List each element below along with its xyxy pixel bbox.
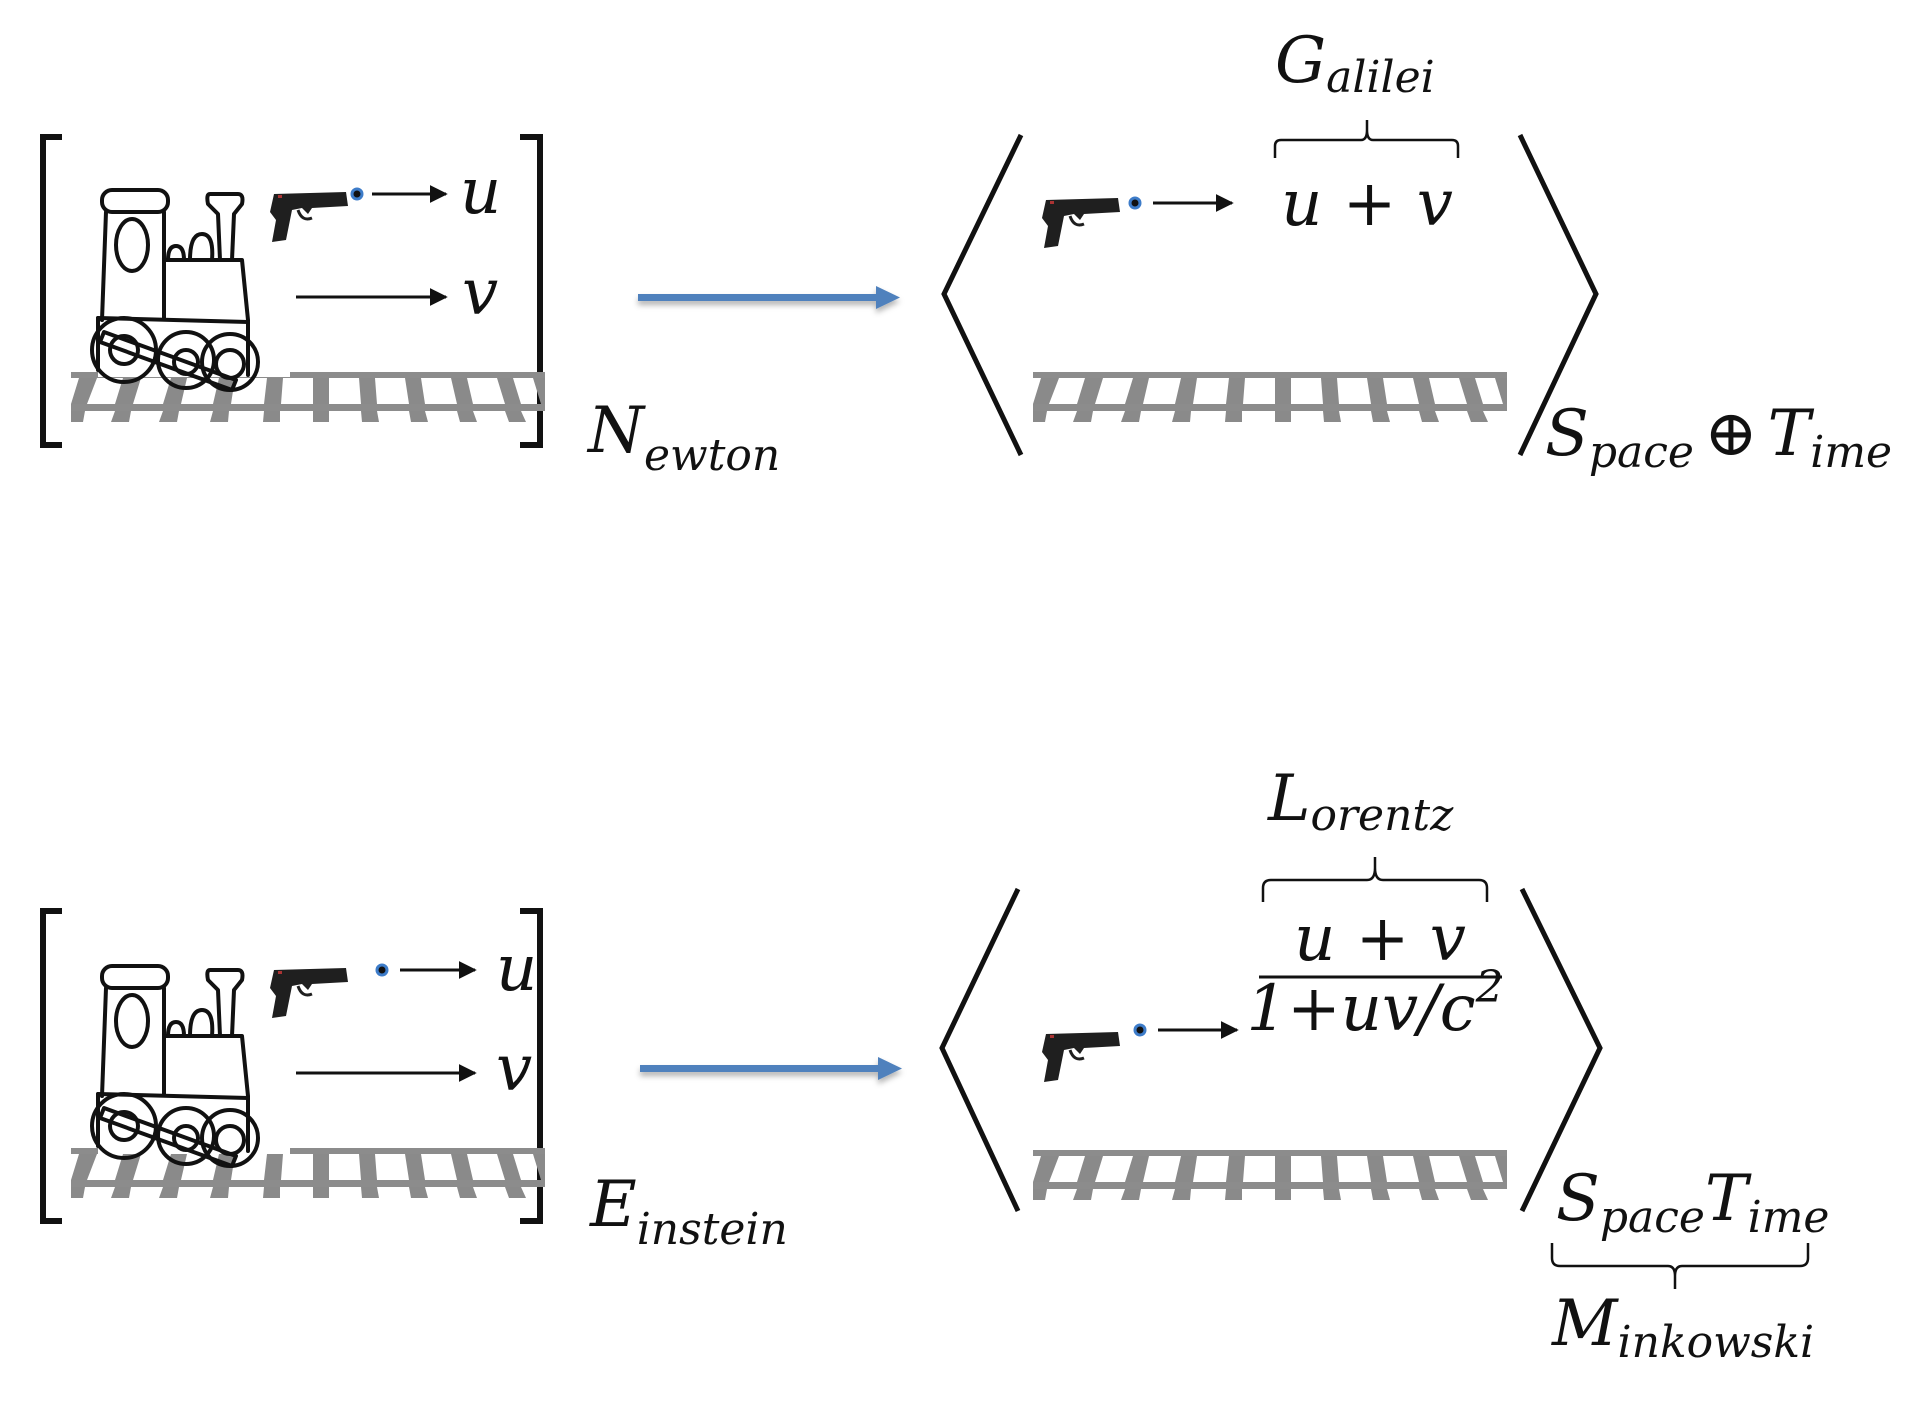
lorentz-denominator: 1+uv/c2 <box>1246 962 1503 1046</box>
bullet-velocity-label: u <box>496 932 537 1006</box>
right-square-bracket <box>520 908 543 1224</box>
train-velocity-label: v <box>462 256 498 330</box>
left-angle-bracket <box>939 887 1021 1213</box>
rails-icon <box>71 1148 545 1198</box>
overbrace <box>1261 857 1489 902</box>
transition-arrow-icon <box>640 1057 902 1080</box>
transition-arrow-icon <box>638 286 900 309</box>
structure-label-spacetime: SpaceTime <box>1556 1162 1829 1243</box>
train-velocity-label: v <box>496 1032 532 1106</box>
right-angle-bracket <box>1517 133 1599 457</box>
bullet-icon <box>1133 1023 1147 1037</box>
right-square-bracket <box>520 134 543 448</box>
transform-label-lorentz: Lorentz <box>1267 762 1454 841</box>
rails-icon <box>1033 372 1507 422</box>
left-angle-bracket <box>941 133 1024 457</box>
bullet-icon <box>350 187 364 201</box>
lorentz-numerator: u + v <box>1294 902 1466 976</box>
frame-label-einstein: Einstein <box>589 1168 788 1255</box>
rails-icon <box>71 372 545 422</box>
transform-label-galilei: Galilei <box>1275 24 1435 103</box>
newton-frame: u v <box>40 134 545 448</box>
frame-label-newton: Newton <box>586 394 780 481</box>
structure-label-space-oplus-time: Space⊕Time <box>1545 397 1892 478</box>
pistol-icon <box>268 966 350 1020</box>
overbrace <box>1273 120 1460 158</box>
right-angle-bracket <box>1519 887 1603 1213</box>
galilei-formula: u + v <box>1281 167 1453 241</box>
pistol-icon <box>1040 1030 1122 1084</box>
left-square-bracket <box>40 134 62 448</box>
bullet-icon <box>375 963 389 977</box>
newton-row: u v Newton Galilei u + v Space⊕Time <box>40 24 1892 481</box>
bullet-velocity-label: u <box>460 155 501 229</box>
pistol-icon <box>268 190 350 244</box>
structure-name-minkowski: Minkowski <box>1551 1287 1814 1368</box>
einstein-row: u v Einstein Lorentz u + v 1+uv/c2 Space… <box>40 762 1829 1368</box>
left-square-bracket <box>40 908 62 1224</box>
underbrace <box>1550 1243 1810 1289</box>
lorentz-result: Lorentz u + v 1+uv/c2 <box>939 762 1603 1213</box>
einstein-frame: u v <box>40 908 545 1224</box>
bullet-icon <box>1128 196 1142 210</box>
galilei-result: Galilei u + v <box>941 24 1599 457</box>
rails-icon <box>1033 1150 1507 1200</box>
pistol-icon <box>1040 196 1122 250</box>
